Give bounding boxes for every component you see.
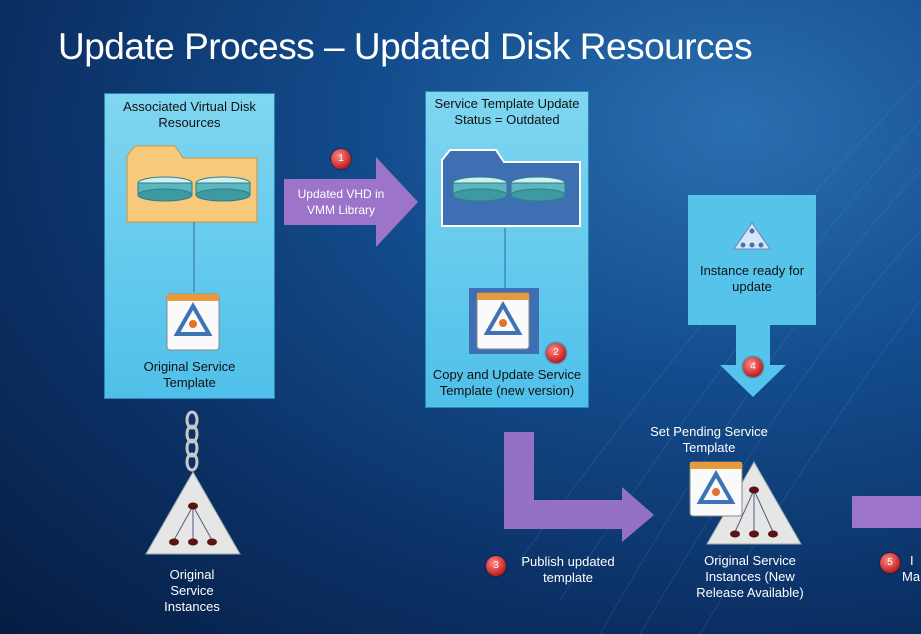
step-5-partial-line-1: I — [910, 553, 914, 568]
step-5-partial-line-2: Ma — [902, 569, 921, 584]
step-5-badge: 5 — [880, 553, 900, 573]
template-update-panel: Service Template Update Status = Outdate… — [425, 91, 589, 408]
new-instances-icon — [706, 460, 802, 545]
copy-update-label: Copy and Update Service Template (new ve… — [432, 367, 582, 398]
service-template-icon — [166, 293, 220, 351]
original-instances-label: Original Service Instances — [164, 567, 220, 614]
original-instances-icon — [145, 470, 241, 555]
service-template-icon — [469, 288, 539, 354]
disk-icon — [452, 176, 508, 202]
page-title: Update Process – Updated Disk Resources — [58, 26, 753, 67]
step-1-badge: 1 — [331, 149, 351, 169]
chain-icon — [185, 410, 199, 472]
disk-icon — [137, 176, 193, 202]
updated-vhd-arrow — [284, 157, 418, 247]
associated-disks-panel: Associated Virtual Disk Resources Origin… — [104, 93, 275, 399]
publish-label: Publish updated template — [521, 554, 615, 585]
service-instance-icon — [733, 222, 771, 250]
new-instances-label: Original Service Instances (New Release … — [696, 553, 804, 600]
original-template-label: Original Service Template — [143, 359, 236, 390]
step-2-badge: 2 — [546, 343, 566, 363]
updated-vhd-label: Updated VHD in VMM Library — [297, 187, 385, 217]
set-pending-label: Set Pending Service Template — [650, 424, 768, 455]
pending-template-icon — [689, 461, 743, 517]
publish-arrow — [504, 432, 654, 542]
step-4-badge: 4 — [743, 357, 763, 377]
instance-ready-panel: Instance ready for update — [688, 195, 816, 325]
connector-line — [193, 222, 195, 292]
update-status-label: Service Template Update Status = Outdate… — [434, 96, 580, 127]
connector-line — [504, 228, 506, 288]
disk-icon — [195, 176, 251, 202]
associated-disks-label: Associated Virtual Disk Resources — [123, 99, 256, 130]
step-5-arrow — [852, 496, 921, 528]
disk-icon — [510, 176, 566, 202]
instance-ready-label: Instance ready for update — [699, 263, 805, 294]
step-3-badge: 3 — [486, 556, 506, 576]
